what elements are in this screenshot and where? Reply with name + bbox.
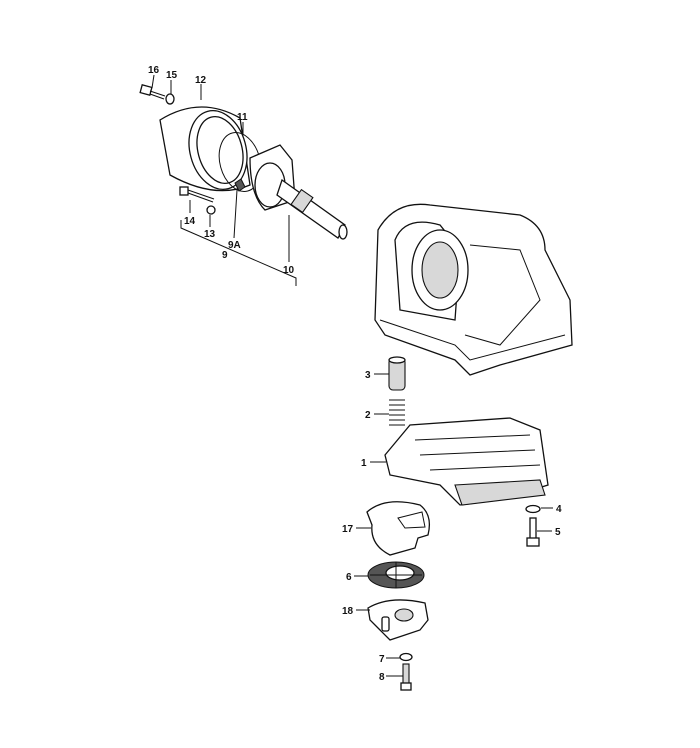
washer-part-15 xyxy=(165,93,175,105)
filter-part-3 xyxy=(388,356,406,391)
callout-7: 7 xyxy=(379,654,385,665)
callout-15: 15 xyxy=(166,70,178,81)
assembly-bracket-9 xyxy=(180,220,297,286)
oil-pan-part-18 xyxy=(367,599,429,641)
washer-part-7 xyxy=(399,652,413,662)
callout-12: 12 xyxy=(195,75,207,86)
callout-5: 5 xyxy=(555,527,561,538)
callout-13: 13 xyxy=(204,229,216,240)
callout-9: 9 xyxy=(222,250,228,261)
callout-11: 11 xyxy=(237,112,248,123)
strainer-part-6 xyxy=(367,561,425,589)
callout-3: 3 xyxy=(365,370,371,381)
leader-lines xyxy=(151,74,553,677)
callout-6: 6 xyxy=(346,572,352,583)
callout-18: 18 xyxy=(342,606,354,617)
callout-10: 10 xyxy=(283,265,295,276)
washer-part-13 xyxy=(206,205,216,215)
callout-17: 17 xyxy=(342,524,354,535)
callout-2: 2 xyxy=(365,410,371,421)
callout-16: 16 xyxy=(148,65,160,76)
spring-part-2 xyxy=(389,399,405,426)
callout-8: 8 xyxy=(379,672,385,683)
shaft-part-10 xyxy=(249,144,348,240)
callout-1: 1 xyxy=(361,458,367,469)
bolt-part-8 xyxy=(400,663,412,691)
key-part-9a xyxy=(234,178,246,192)
callout-4: 4 xyxy=(556,504,562,515)
callout-14: 14 xyxy=(184,216,196,227)
housing-part-12 xyxy=(159,106,251,192)
bolt-part-16 xyxy=(139,84,166,100)
bolt-part-5 xyxy=(526,517,540,547)
gearbox-housing xyxy=(374,203,573,376)
washer-part-4 xyxy=(525,504,541,514)
valve-body-part-1 xyxy=(384,417,549,506)
plate-part-17 xyxy=(366,501,431,556)
bolt-part-14 xyxy=(179,186,215,203)
callout-9a: 9A xyxy=(228,240,241,251)
